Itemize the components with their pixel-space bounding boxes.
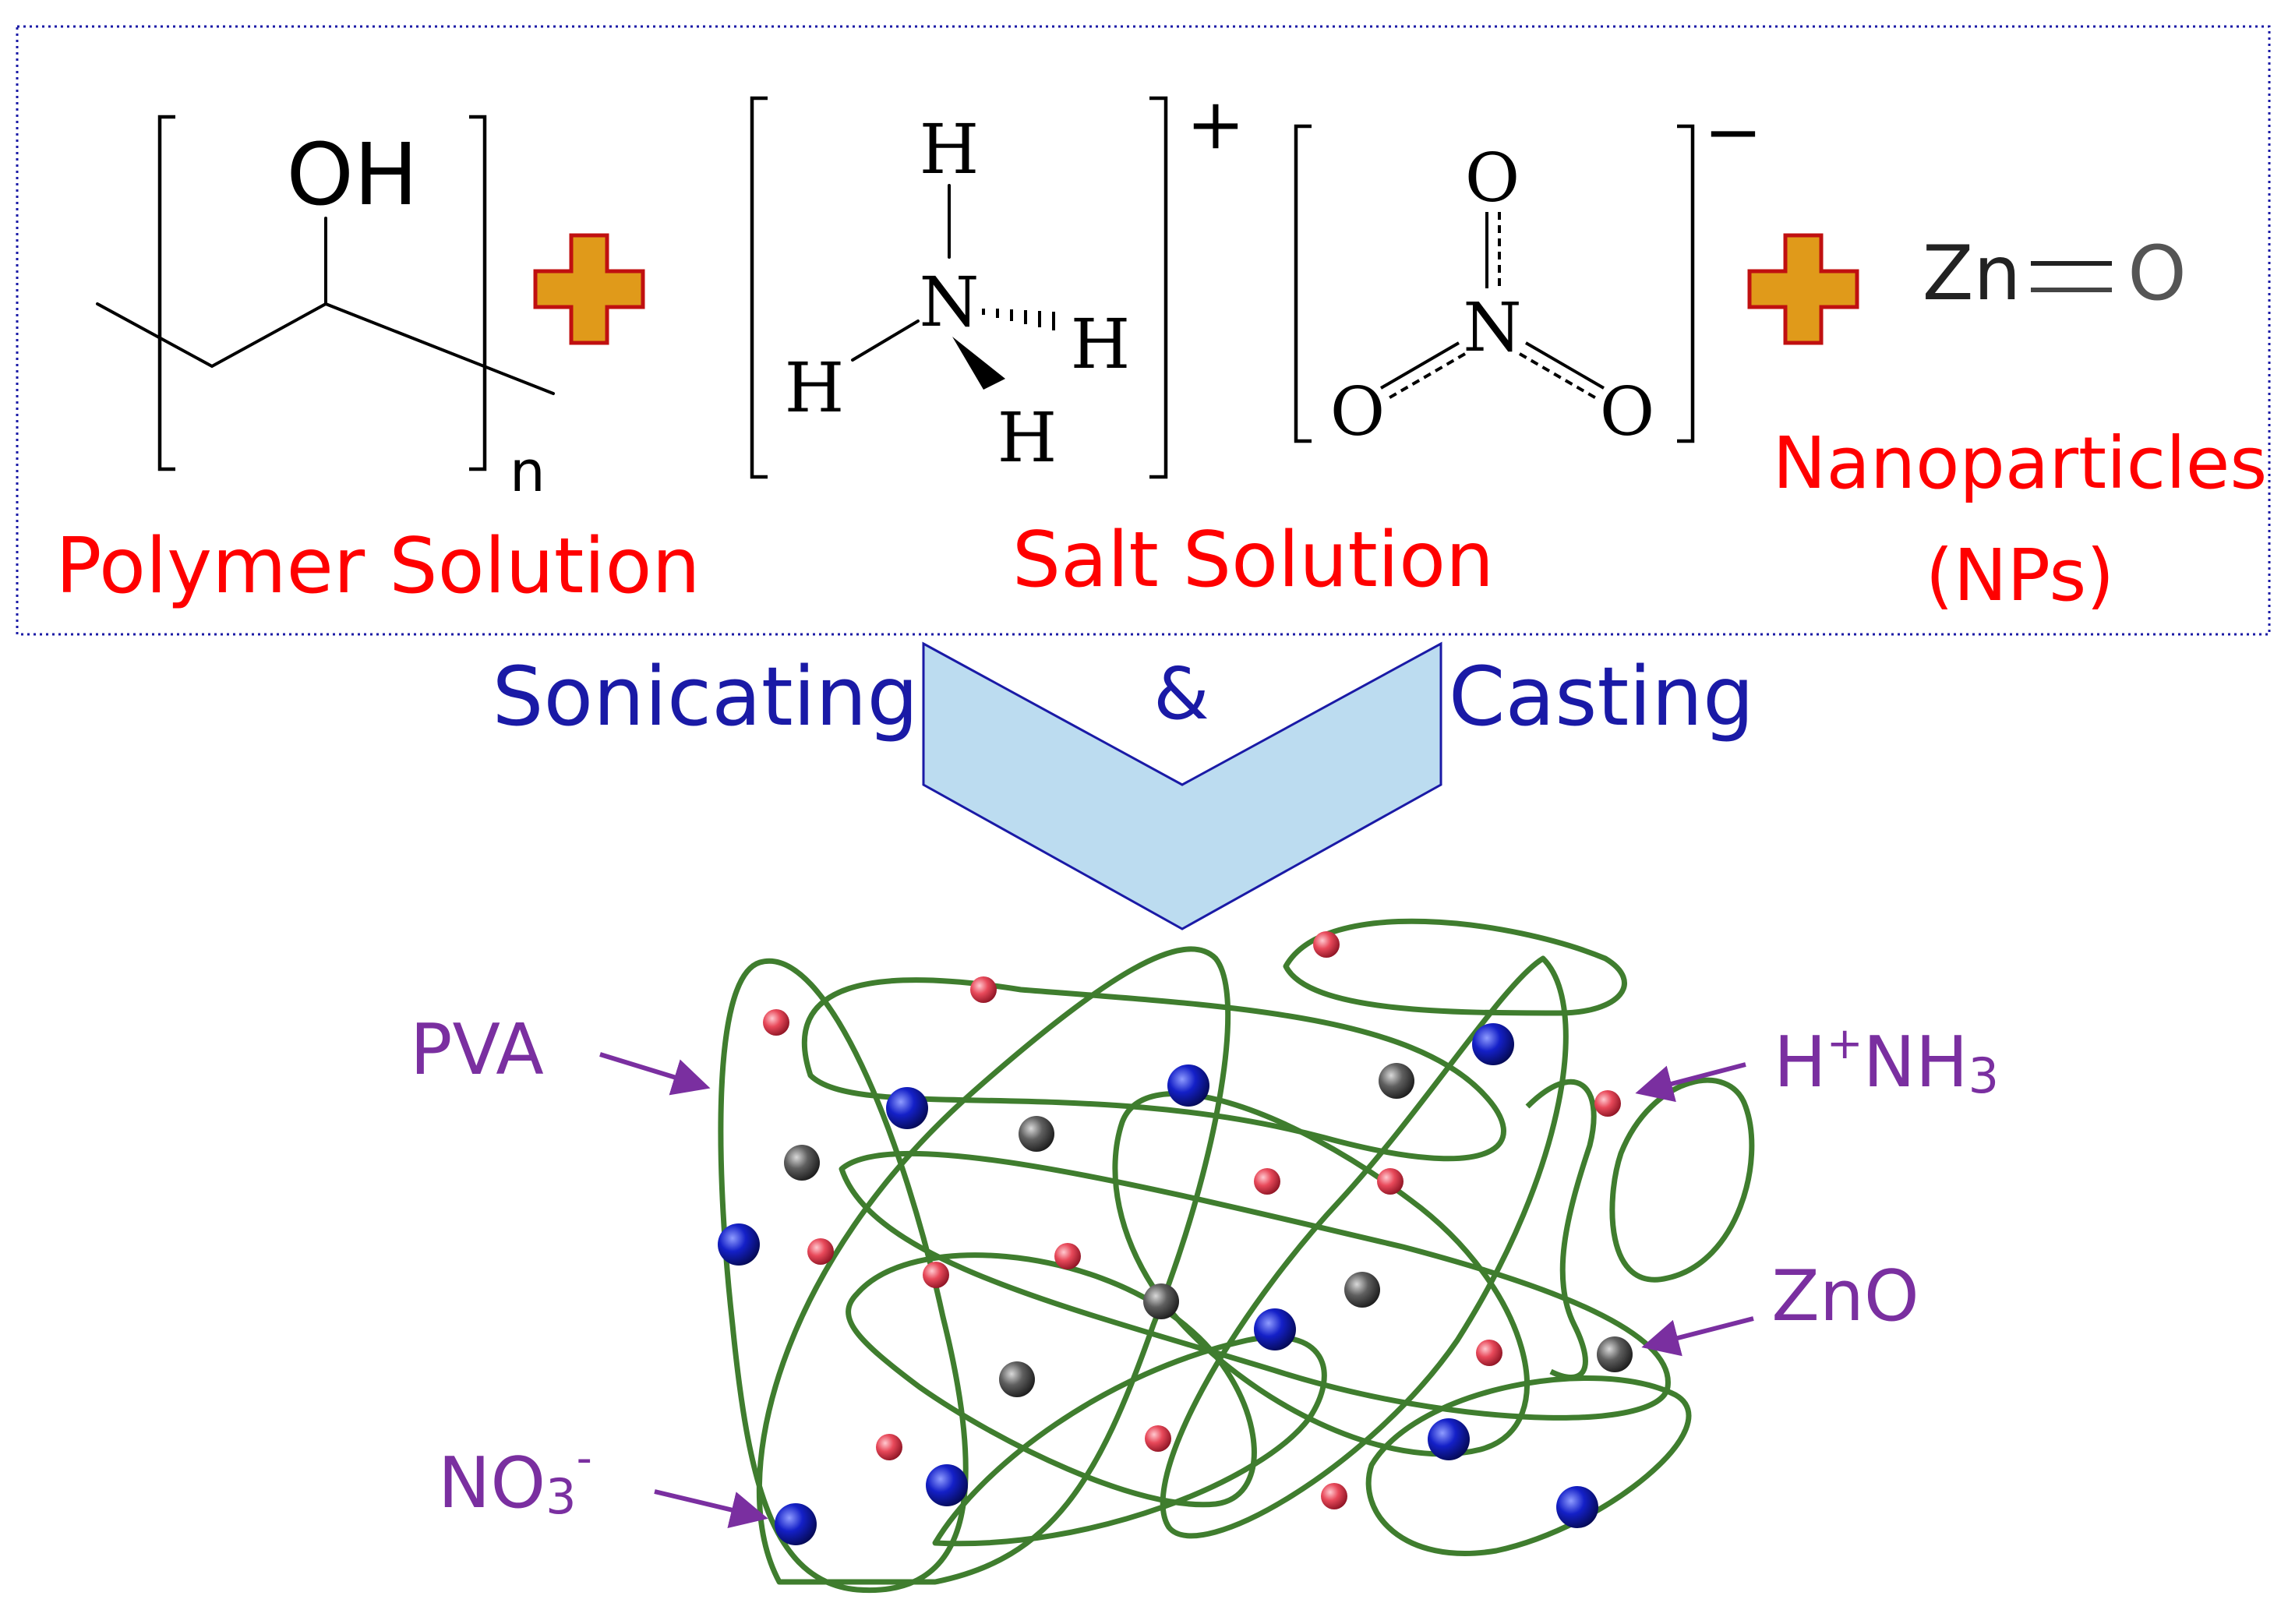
nh4-particle [763, 1009, 789, 1036]
pva-chain-loop-9 [846, 1252, 1257, 1508]
cation-right-bracket [1149, 96, 1168, 479]
pva-chain-loop-12 [932, 1334, 1327, 1547]
pva-callout-arrow [599, 1052, 711, 1096]
nh4-particle [1476, 1340, 1502, 1366]
cation-h-right: H [1071, 304, 1131, 384]
cation-h-top: H [920, 109, 980, 189]
zno-particle [1379, 1063, 1414, 1099]
nanoparticles-label: Nanoparticles [1773, 422, 2268, 505]
nh4-particle [807, 1238, 834, 1265]
cation-left-bracket [750, 96, 768, 479]
pva-backbone [96, 302, 555, 395]
process-sonicating-label: Sonicating [493, 649, 919, 744]
no3-particle [1167, 1064, 1209, 1107]
pva-structure: OH n [96, 115, 555, 504]
no3-particle [1428, 1418, 1470, 1460]
nh4-particle [923, 1262, 949, 1288]
polymer-solution-label: Polymer Solution [55, 522, 700, 611]
zno-particle [1597, 1336, 1633, 1372]
anion-right-bracket [1677, 124, 1695, 443]
pva-left-bracket [157, 115, 175, 471]
no3-particle [1556, 1486, 1598, 1528]
nh4-particle [1321, 1483, 1347, 1509]
nh4-particle [876, 1434, 902, 1460]
nh4-particle [1145, 1425, 1171, 1452]
zno-particle [1344, 1272, 1380, 1308]
reactants-box [16, 25, 2271, 636]
pva-chain-loop-3 [756, 946, 1231, 1585]
cation-charge: + [1186, 83, 1245, 165]
zno-zn-atom: Zn [1923, 230, 2021, 317]
nh4-particle [970, 976, 997, 1003]
no3-particle [886, 1087, 928, 1129]
polymer-network [718, 918, 1755, 1594]
pva-chain-loop-7 [1609, 1077, 1755, 1283]
plus-sign-2 [1747, 233, 1859, 345]
pva-chain-loop-5 [1160, 955, 1569, 1539]
no3-label-charge: - [577, 1433, 592, 1484]
anion-charge: − [1704, 91, 1762, 173]
nh4-label-h: H [1774, 1022, 1827, 1103]
nh4-callout-arrow [1635, 1062, 1746, 1103]
zno-particle [1019, 1116, 1054, 1152]
nh4-label: H+NH3 [1774, 1019, 1999, 1104]
zno-structure: Zn O [1923, 230, 2187, 317]
process-casting-label: Casting [1449, 649, 1754, 744]
anion-o-right: O [1600, 373, 1655, 451]
nh4-label-nh: NH [1863, 1022, 1968, 1103]
zno-callout-arrow [1641, 1316, 1754, 1357]
salt-solution-label: Salt Solution [1012, 516, 1494, 605]
cation-h-left: H [785, 348, 845, 428]
no3-callout-arrow [654, 1489, 768, 1528]
zno-particle [784, 1145, 820, 1181]
zno-o-atom: O [2127, 230, 2187, 317]
no3-label-no: NO [438, 1442, 546, 1524]
pva-chain-loop-2 [801, 977, 1506, 1162]
no3-particle [1254, 1308, 1296, 1350]
no3-label: NO3- [438, 1433, 592, 1525]
nh4-label-subscript: 3 [1968, 1047, 1999, 1104]
no3-particle [1472, 1023, 1514, 1065]
anion-left-bracket [1294, 124, 1312, 443]
ammonium-cation-structure: + H N H H H [750, 83, 1245, 479]
nh4-particle [1594, 1090, 1621, 1117]
plus-sign-1 [533, 233, 645, 345]
anion-n: N [1463, 289, 1521, 367]
zno-label: ZnO [1771, 1255, 1919, 1337]
pva-chain-loop-11 [1525, 1079, 1597, 1380]
nh4-particle [1377, 1168, 1404, 1195]
process-ampersand: & [1153, 652, 1209, 736]
no3-particle [718, 1223, 760, 1266]
zno-particle [999, 1361, 1035, 1397]
nh4-particle [1054, 1243, 1081, 1269]
anion-o-left: O [1330, 373, 1386, 451]
nitrate-anion-structure: − O N O O [1294, 91, 1763, 451]
no3-label-subscript: 3 [546, 1468, 576, 1525]
anion-o-top: O [1465, 139, 1520, 217]
pva-hydroxyl-label: OH [286, 125, 418, 224]
no3-particle [775, 1503, 817, 1545]
cation-h-bottom: H [997, 397, 1057, 478]
nh4-particle [1254, 1168, 1280, 1195]
nh4-particles [763, 931, 1621, 1509]
cation-n: N [920, 262, 980, 342]
pva-chain-loop-6 [1112, 1091, 1530, 1457]
no3-particles [718, 1023, 1598, 1545]
nanoparticles-abbrev: (NPs) [1926, 534, 2114, 617]
pva-chain-loop-4 [1283, 918, 1627, 1016]
process-chevron-arrow [922, 641, 1442, 930]
pva-chain-loop-1 [718, 958, 969, 1594]
pva-chain-loop-10 [1365, 1375, 1692, 1556]
no3-particle [926, 1464, 968, 1506]
nh4-particle [1313, 931, 1340, 958]
pva-repeat-subscript: n [510, 439, 546, 504]
zno-particle [1143, 1283, 1179, 1319]
zno-particles [784, 1063, 1633, 1397]
nh4-label-charge: + [1827, 1019, 1863, 1069]
pva-label: PVA [410, 1009, 544, 1091]
pva-chain-loop-8 [839, 1150, 1671, 1421]
pva-right-bracket [469, 115, 487, 471]
